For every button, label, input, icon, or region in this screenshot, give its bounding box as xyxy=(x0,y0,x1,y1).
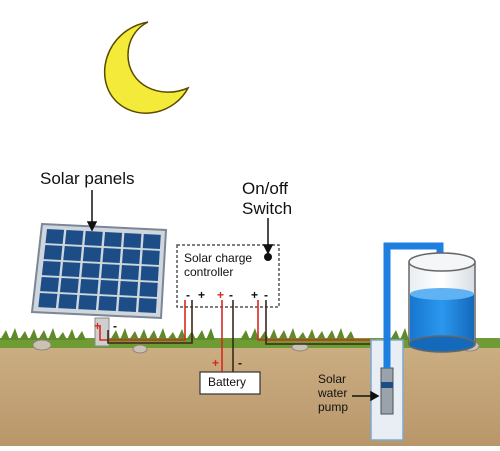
panel-cell xyxy=(64,230,84,245)
water-tank xyxy=(408,252,476,353)
pump-label-line2: water xyxy=(318,386,348,400)
panel-cell xyxy=(40,277,60,292)
battery-box xyxy=(199,371,261,395)
panel-cell xyxy=(99,280,119,295)
panel-stand xyxy=(94,317,110,347)
panel-plus-sign: + xyxy=(94,319,102,333)
panel-cell xyxy=(122,249,141,264)
panel-cell xyxy=(123,233,142,248)
panel-cell xyxy=(140,266,159,281)
solar-panels-label: Solar panels xyxy=(40,169,135,188)
battery-minus-sign: - xyxy=(238,356,242,370)
panel-cell xyxy=(81,263,100,278)
panel-cell xyxy=(119,281,139,296)
panel-cell xyxy=(118,297,137,312)
pump-band xyxy=(381,382,393,388)
water-pipe xyxy=(383,242,444,368)
pump-label-line3: pump xyxy=(318,400,349,414)
wires xyxy=(99,300,376,372)
controller-terminal-6: - xyxy=(264,288,268,302)
panel-cell xyxy=(84,231,103,246)
panel-cell xyxy=(61,262,81,277)
panel-cell xyxy=(41,261,61,276)
pump-label-line1: Solar xyxy=(318,372,347,386)
controller-label-line2: controller xyxy=(184,265,234,279)
panel-cell xyxy=(82,247,102,262)
panel-cell xyxy=(142,234,161,249)
panel-cell xyxy=(58,294,78,309)
arrow-icon xyxy=(262,218,274,255)
battery-plus-sign: + xyxy=(212,356,220,370)
panel-cell xyxy=(139,282,158,297)
arrow-icon xyxy=(86,190,98,232)
switch-dot xyxy=(264,253,272,261)
switch-label-line1: On/off xyxy=(242,179,288,198)
switch-label-line2: Switch xyxy=(242,199,293,218)
panel-cell xyxy=(141,250,160,265)
panel-cell xyxy=(43,245,63,260)
moon-icon xyxy=(103,21,190,114)
panel-cell xyxy=(59,278,79,293)
pump-body xyxy=(380,367,394,415)
controller-terminal-5: + xyxy=(251,288,259,302)
panel-cell xyxy=(138,298,157,313)
panel-cell xyxy=(120,265,140,280)
controller-terminal-3: + xyxy=(217,288,225,302)
panel-cell xyxy=(79,279,99,294)
panel-cell xyxy=(38,293,58,308)
panel-cell xyxy=(78,295,98,310)
panel-minus-sign: - xyxy=(113,319,117,333)
controller-terminal-1: - xyxy=(186,288,190,302)
panel-cell xyxy=(63,246,82,261)
panel-cell xyxy=(102,248,121,263)
panel-cell xyxy=(98,296,117,311)
controller-terminal-4: - xyxy=(229,288,233,302)
panel-cell xyxy=(103,232,123,247)
controller-label-line1: Solar charge xyxy=(184,251,253,265)
controller-terminal-2: + xyxy=(198,288,206,302)
panel-cell xyxy=(101,264,120,279)
arrow-icon xyxy=(352,390,380,402)
solar-panel xyxy=(30,222,168,320)
panel-cell xyxy=(45,229,65,244)
battery-label: Battery xyxy=(208,375,247,389)
controller-box xyxy=(176,244,280,308)
